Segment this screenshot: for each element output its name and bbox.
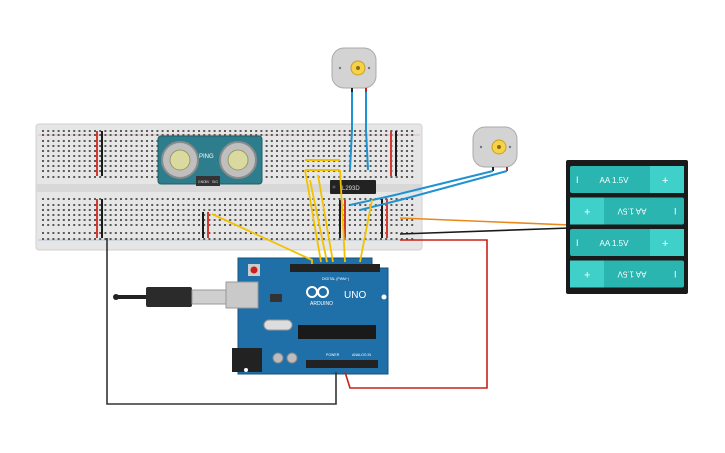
arduino-logo: [306, 286, 329, 298]
battery-cell: AA 1.5V + I: [570, 166, 684, 193]
battery-black-wire: [399, 227, 571, 235]
sensor-pin-gnd: GND: [198, 180, 206, 184]
usb-plug-icon[interactable]: [113, 287, 227, 307]
arduino-uno[interactable]: ARDUINO UNO DIGITAL (PWM~) POWER ANALOG …: [225, 257, 389, 375]
motor-1[interactable]: [331, 47, 377, 92]
sensor-pin-5v: 5V: [205, 180, 210, 184]
arduino-model: UNO: [344, 290, 366, 301]
battery-cell: AA 1.5V + I: [570, 197, 684, 225]
battery-minus-label: I: [576, 175, 579, 185]
dc-jack-icon: [232, 348, 262, 372]
battery-cell-label: AA 1.5V: [617, 270, 647, 279]
ic-label: L293D: [342, 186, 360, 192]
analog-header-label: ANALOG IN: [352, 353, 372, 357]
motor-driver-ic[interactable]: L293D: [330, 180, 376, 194]
battery-plus-label: +: [662, 175, 668, 187]
power-wire: [344, 239, 488, 389]
motor-wires: [349, 92, 508, 211]
battery-plus-label: +: [584, 207, 590, 219]
battery-minus-label: I: [576, 238, 579, 248]
battery-pack[interactable]: AA 1.5V + I AA 1.5V + I AA 1.5V + I AA 1.5V + I: [566, 160, 688, 294]
battery-plus-label: +: [584, 270, 590, 282]
battery-cell: AA 1.5V + I: [570, 229, 684, 256]
power-header-label: POWER: [326, 353, 340, 357]
sensor-pin-sig: SIG: [212, 180, 218, 184]
battery-cell: AA 1.5V + I: [570, 260, 684, 288]
digital-header-label: DIGITAL (PWM~): [322, 277, 349, 281]
battery-minus-label: I: [674, 270, 677, 280]
rail-jumpers: [96, 131, 397, 238]
battery-minus-label: I: [674, 207, 677, 217]
battery-cell-label: AA 1.5V: [600, 176, 630, 185]
signal-wires: [211, 169, 373, 264]
battery-cell-label: AA 1.5V: [617, 207, 647, 216]
battery-cell-label: AA 1.5V: [600, 239, 630, 248]
motor-2[interactable]: [472, 126, 518, 171]
sensor-label: PING: [199, 154, 214, 160]
battery-plus-label: +: [662, 238, 668, 250]
ground-wire: [106, 238, 337, 405]
breadboard-jumpers-yellow: [305, 159, 340, 171]
battery-orange-wire: [399, 217, 571, 226]
ultrasonic-sensor[interactable]: PING GND 5V SIG: [157, 135, 263, 186]
arduino-brand: ARDUINO: [310, 301, 333, 307]
